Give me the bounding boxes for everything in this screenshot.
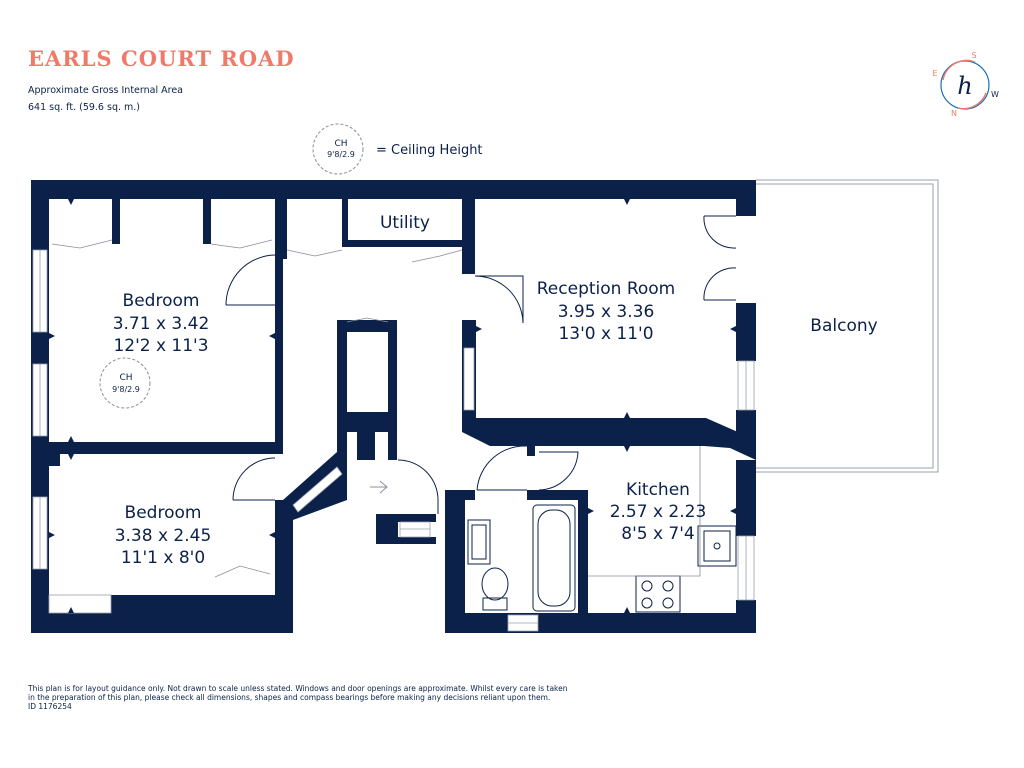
area-value: 641 sq. ft. (59.6 sq. m.): [28, 102, 140, 113]
doors: [225, 215, 737, 514]
bathroom-fixtures: [467, 504, 576, 612]
room-ch-value: 9'8/2.9: [112, 385, 140, 394]
room-bedroom-1: Bedroom 3.71 x 3.42 12'2 x 11'3: [113, 291, 210, 356]
compass-n: N: [951, 109, 957, 118]
room-imperial: 8'5 x 7'4: [621, 524, 694, 544]
ceiling-height-legend: CH 9'8/2.9 = Ceiling Height: [312, 123, 483, 175]
room-metric: 3.71 x 3.42: [113, 314, 210, 334]
wardrobe-doors: [51, 239, 463, 578]
room-name: Bedroom: [123, 291, 200, 311]
entrance-arrow-icon: [370, 480, 388, 494]
ch-legend-label: CH: [334, 139, 347, 149]
disclaimer-line-2: in the preparation of this plan, please …: [28, 693, 551, 702]
balcony: [756, 179, 939, 473]
windows: [32, 249, 755, 632]
room-balcony: Balcony: [810, 316, 877, 336]
room-reception: Reception Room 3.95 x 3.36 13'0 x 11'0: [537, 279, 675, 344]
area-label: Approximate Gross Internal Area: [28, 85, 183, 96]
room-utility: Utility: [380, 213, 430, 233]
room-name: Reception Room: [537, 279, 675, 299]
room-imperial: 13'0 x 11'0: [558, 324, 653, 344]
room-metric: 2.57 x 2.23: [610, 502, 707, 522]
room-ceiling-height: CH 9'8/2.9: [99, 357, 151, 409]
logo-letter: h: [957, 72, 972, 100]
ch-legend-meaning: = Ceiling Height: [376, 143, 483, 158]
compass-e: E: [932, 69, 937, 78]
room-imperial: 11'1 x 8'0: [121, 548, 205, 568]
kitchen-fixtures: [588, 446, 737, 613]
ch-legend-value: 9'8/2.9: [327, 150, 355, 159]
measure-markers: [49, 199, 736, 613]
room-name: Bedroom: [125, 503, 202, 523]
room-metric: 3.95 x 3.36: [558, 302, 655, 322]
room-kitchen: Kitchen 2.57 x 2.23 8'5 x 7'4: [610, 480, 707, 544]
property-title: EARLS COURT ROAD: [28, 46, 295, 71]
room-imperial: 12'2 x 11'3: [113, 336, 208, 356]
room-name: Kitchen: [626, 480, 690, 500]
room-bedroom-2: Bedroom 3.38 x 2.45 11'1 x 8'0: [115, 503, 212, 568]
plan-id: ID 1176254: [28, 702, 72, 711]
compass-w: W: [991, 90, 999, 99]
room-ch-label: CH: [119, 373, 132, 383]
disclaimer-line-1: This plan is for layout guidance only. N…: [28, 684, 568, 693]
room-metric: 3.38 x 2.45: [115, 526, 212, 546]
compass-icon: h S E W N: [932, 51, 999, 118]
compass-s: S: [971, 51, 976, 60]
